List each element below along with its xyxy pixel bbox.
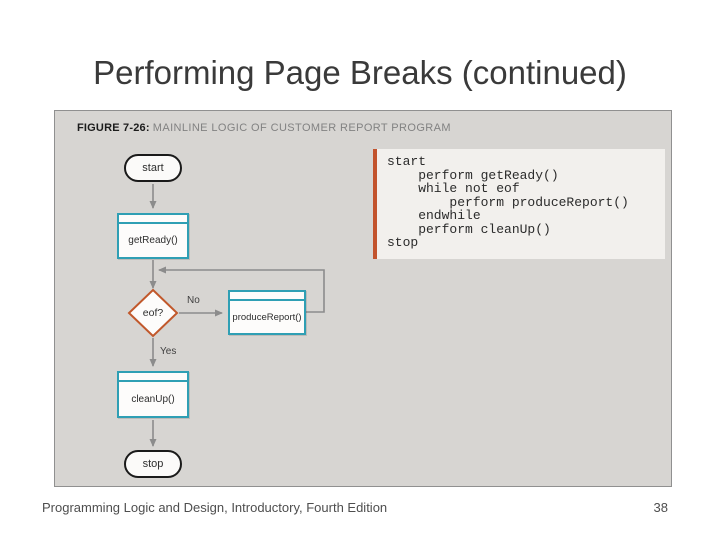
pseudocode-line: perform cleanUp() [387,221,551,237]
page-title: Performing Page Breaks (continued) [93,54,627,91]
pseudocode-line: while not eof [387,181,520,196]
flowchart-terminal-stop: stop [124,450,182,478]
flowchart-process-cleanup: cleanUp() [117,371,189,418]
pseudocode-line: perform getReady() [387,167,559,183]
terminal-start-label: start [142,162,164,174]
flowchart-connectors [127,184,325,447]
process-cleanup-label: cleanUp() [131,393,175,405]
figure-caption-label: FIGURE 7-26: [77,122,150,134]
process-producereport-label: produceReport() [232,311,302,323]
process-header-stripe [119,215,187,224]
pseudocode-line: start [387,154,427,169]
terminal-stop-label: stop [142,458,164,470]
pseudocode-line: endwhile [387,208,481,223]
figure-caption: FIGURE 7-26: MAINLINE LOGIC OF CUSTOMER … [77,122,451,134]
process-header-stripe [119,373,187,382]
process-header-stripe [230,292,304,301]
branch-no-label: No [187,295,200,306]
flowchart-terminal-start: start [124,154,182,182]
flowchart-process-getready: getReady() [117,213,189,259]
figure-panel: FIGURE 7-26: MAINLINE LOGIC OF CUSTOMER … [54,110,672,487]
pseudocode-box: start perform getReady() while not eof p… [373,149,665,259]
pseudocode-line: stop [387,235,419,250]
figure-caption-text: MAINLINE LOGIC OF CUSTOMER REPORT PROGRA… [152,122,451,134]
decision-eof-label: eof? [142,307,164,319]
pseudocode-line: perform produceReport() [387,194,629,210]
flowchart-process-producereport: produceReport() [228,290,306,335]
footer-page-number: 38 [653,500,668,515]
loopback-producereport-to-junction-icon [158,266,325,313]
footer-book-title: Programming Logic and Design, Introducto… [42,500,388,515]
branch-yes-label: Yes [160,346,177,357]
process-getready-label: getReady() [128,235,178,246]
decision-diamond-shape [127,288,179,338]
